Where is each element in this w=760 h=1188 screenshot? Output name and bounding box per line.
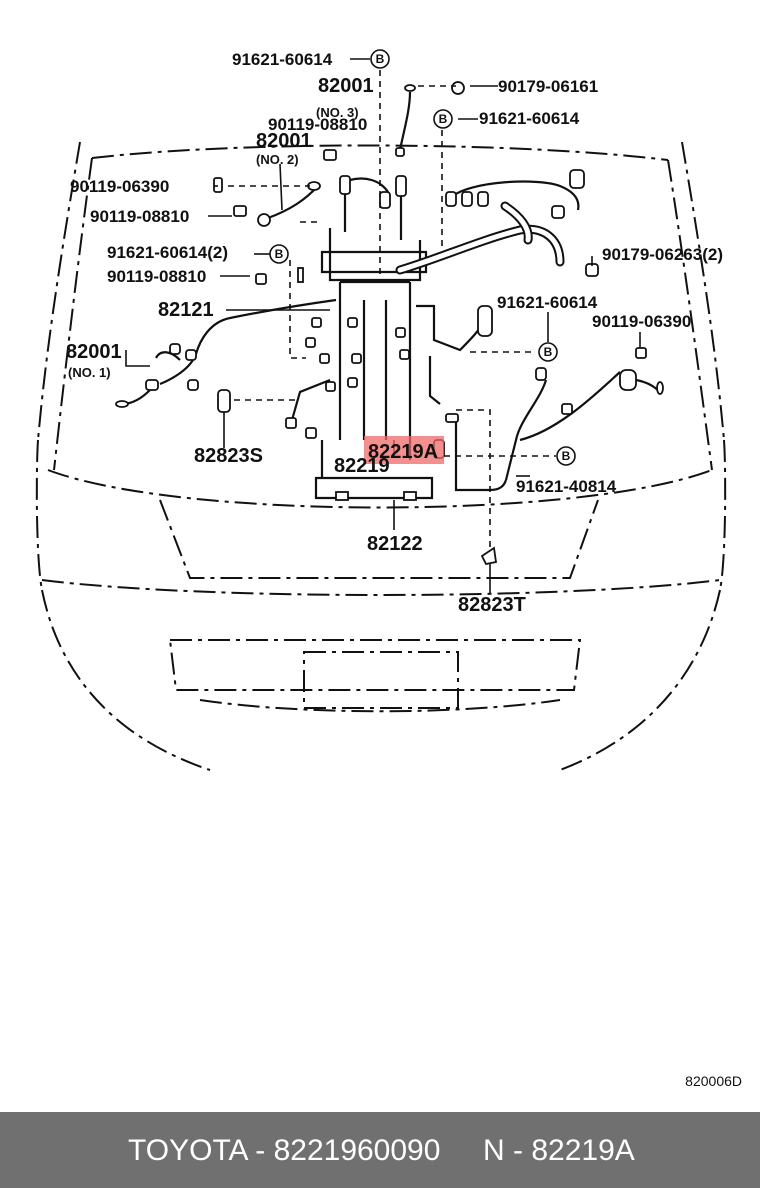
bolt-markers: B B B B B: [269, 49, 576, 466]
wiring-harness-diagram: B B B B B 91621-60614 82001 (NO. 3) 9017…: [35, 49, 742, 1089]
callout-label: 90179-06263(2): [602, 245, 723, 264]
callout-label: 91621-60614: [232, 50, 333, 69]
svg-text:B: B: [562, 449, 571, 463]
footer-bar: TOYOTA - 8221960090 N - 82219A: [0, 1112, 760, 1188]
svg-text:B: B: [275, 247, 284, 261]
callout-label: 90119-08810: [90, 207, 189, 226]
bolt-marker: B: [538, 342, 558, 362]
callout-label: 90119-06390: [592, 312, 691, 331]
bolt-marker: B: [556, 446, 576, 466]
vehicle-outline: [35, 141, 727, 771]
callout-label: 91621-60614: [497, 293, 598, 312]
callout-label: 82001: [256, 130, 312, 152]
callout-label: 91621-40814: [516, 477, 617, 496]
brand-part-number: TOYOTA - 8221960090: [128, 1134, 441, 1167]
part-callouts: 91621-60614 82001 (NO. 3) 90179-06161 90…: [66, 50, 723, 616]
callout-label: (NO. 2): [256, 152, 299, 167]
svg-text:B: B: [544, 345, 553, 359]
callout-label: 82823T: [458, 594, 526, 616]
bolt-marker: B: [433, 109, 453, 129]
callout-number: N - 82219A: [483, 1134, 635, 1167]
harness-components: [115, 81, 664, 566]
figure-reference-code: 820006D: [685, 1073, 742, 1089]
callout-label: (NO. 1): [68, 365, 111, 380]
callout-label: 82823S: [194, 445, 263, 467]
highlighted-callout-label: 82219A: [368, 441, 438, 463]
callout-label: 82122: [367, 533, 423, 555]
svg-text:B: B: [376, 52, 385, 66]
callout-label: 90119-06390: [70, 177, 169, 196]
bolt-marker: B: [370, 49, 390, 69]
callout-label: 90179-06161: [498, 77, 598, 96]
bolt-marker: B: [269, 244, 289, 264]
callout-label: 82219: [334, 455, 390, 477]
svg-text:B: B: [439, 112, 448, 126]
callout-label: 91621-60614(2): [107, 243, 228, 262]
leader-lines: [125, 58, 641, 594]
callout-label: 82001: [318, 75, 374, 97]
callout-label: (NO. 3): [316, 105, 359, 120]
callout-label: 90119-08810: [107, 267, 206, 286]
callout-label: 82121: [158, 299, 214, 321]
callout-label: 91621-60614: [479, 109, 580, 128]
callout-label: 82001: [66, 341, 122, 363]
part-highlight: [364, 436, 444, 464]
callout-label: 90119-08810: [268, 115, 367, 134]
